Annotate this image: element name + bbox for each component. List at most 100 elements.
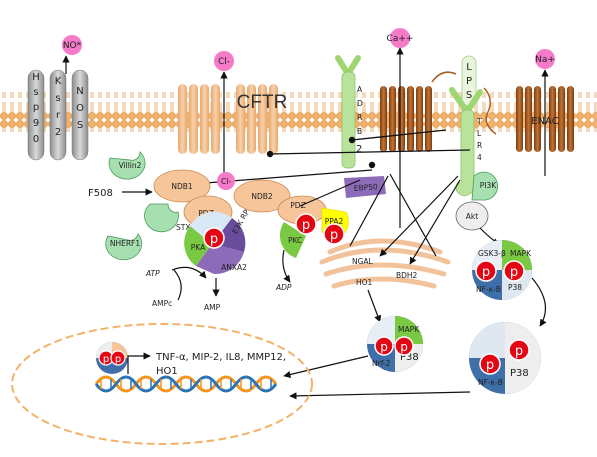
ks2-letter: K (55, 76, 62, 87)
stx1a-label: STX1A (176, 223, 201, 232)
complex-nfkb-p38 (469, 322, 541, 394)
nherf1-label: NHERF1 (110, 239, 141, 248)
adrb2-letter: D (357, 99, 363, 108)
phospho-badge-label: p (115, 354, 121, 365)
ndb2-label: NDB2 (251, 192, 273, 201)
dna-helix (94, 375, 278, 393)
phospho-badge-label: p (400, 340, 408, 354)
cell-membrane (0, 92, 597, 132)
na-ion (535, 49, 555, 69)
phospho-badge (203, 227, 225, 249)
ndb2-domain (233, 179, 291, 213)
phospho-badge-label: p (515, 344, 523, 359)
nucleus (11, 323, 313, 445)
golgi-apparatus (319, 238, 451, 289)
lps-letter: L (466, 62, 472, 73)
phospho-badge-label: p (302, 218, 310, 233)
mapk-label: MAPK (398, 325, 420, 334)
no-ion (62, 35, 82, 55)
ks2-letter: r (56, 110, 61, 121)
adp-label: ADP (275, 283, 292, 292)
lps-tlr4-receptor (449, 55, 497, 197)
ndb1-label: NDB1 (171, 182, 193, 191)
lps-letter: P (466, 76, 472, 87)
nos-letter: O (76, 103, 84, 114)
pi3k-label: PI3K (480, 181, 498, 190)
phospho-badge-label: p (103, 354, 109, 365)
phospho-badge (374, 336, 394, 356)
cl-ion-intracellular (217, 172, 235, 190)
adrb2-receptor: A D R B 2 (335, 55, 363, 169)
villin2-protein (108, 151, 146, 180)
hsp90-letter: p (33, 102, 39, 113)
p38-label: P38 (400, 352, 419, 363)
hsp90-ks2-nos-complex: H s p 9 0 K s r 2 N O S (27, 69, 89, 161)
adrb2-letter: A (357, 85, 363, 94)
ngal-label: NGAL (352, 257, 374, 266)
enac-channel (516, 86, 574, 152)
hsp90-letter: s (33, 87, 38, 98)
nrf2-label: Nrf-2 (372, 359, 391, 368)
na-ion-label: Na+ (535, 55, 555, 65)
phospho-badge (394, 336, 414, 356)
ks2-letter: s (55, 93, 60, 104)
hsp90-letter: 9 (33, 118, 39, 129)
p38-label: P38 (510, 368, 529, 379)
pdz-right-label: PDZ (290, 201, 305, 210)
ebp50-protein (344, 176, 386, 198)
ks2-letter: 2 (55, 127, 61, 138)
phospho-badge (508, 339, 530, 361)
phospho-badge-label: p (510, 265, 518, 280)
atp-label: ATP (145, 269, 160, 278)
akt-kinase (455, 201, 489, 231)
lps-letter: S (466, 90, 472, 101)
hsp90-letter: 0 (33, 134, 39, 145)
gsk3-label: GSK3-β (478, 249, 506, 258)
adrb2-letter: B (357, 127, 362, 136)
gene-targets-line2: HO1 (156, 366, 178, 377)
tlr4-letter: L (477, 129, 482, 138)
tlr4-letter: T (476, 117, 482, 126)
cl-ion-extracellular-label: Cl- (218, 57, 230, 67)
akt-label: Akt (466, 212, 478, 221)
nherf1-protein (105, 233, 143, 261)
phospho-badge (295, 213, 317, 235)
pkc-kinase (279, 222, 306, 258)
adrb2-letter: 2 (356, 144, 362, 155)
no-ion-label: NO* (63, 41, 82, 51)
phospho-badge-label: p (380, 340, 388, 354)
cftr-label: CFTR (237, 92, 288, 113)
pi3k-protein (471, 171, 499, 201)
ca-ion (390, 28, 410, 48)
gene-targets-line1: TNF-α, MIP-2, IL8, MMP12, (155, 352, 286, 363)
tlr4-letter: R (477, 141, 482, 150)
stx1a-protein (144, 203, 179, 233)
phospho-badge-label: p (210, 232, 218, 247)
tlr4-letter: 4 (477, 153, 482, 162)
cl-ion-extracellular (214, 51, 234, 71)
nfkb-label: NF-κ-B (476, 285, 501, 294)
nfkb-label: NF-κ-B (478, 378, 503, 387)
phospho-badge (479, 353, 501, 375)
cl-ion-intracellular-label: Cl- (221, 177, 231, 186)
nos-letter: S (77, 120, 83, 131)
f508-label: F508 (88, 188, 113, 199)
phospho-badge (475, 260, 497, 282)
cftr-channel (178, 84, 278, 154)
mapk-label: MAPK (510, 249, 532, 258)
villin2-label: Villin2 (119, 161, 142, 170)
pkc-label: PKC (288, 236, 302, 245)
hsp90-letter: H (32, 72, 40, 83)
nos-letter: N (76, 86, 83, 97)
ho1-label: HO1 (356, 278, 373, 287)
ndb1-domain (153, 169, 211, 203)
ebp50-label: EBP50 (354, 182, 379, 193)
bdh2-label: BDH2 (396, 271, 418, 280)
adrb2-letter: R (357, 113, 362, 122)
phospho-badge (503, 260, 525, 282)
p38-label: P38 (508, 283, 522, 292)
phospho-badge (110, 350, 126, 366)
ampc-label: AMPc (152, 299, 172, 308)
